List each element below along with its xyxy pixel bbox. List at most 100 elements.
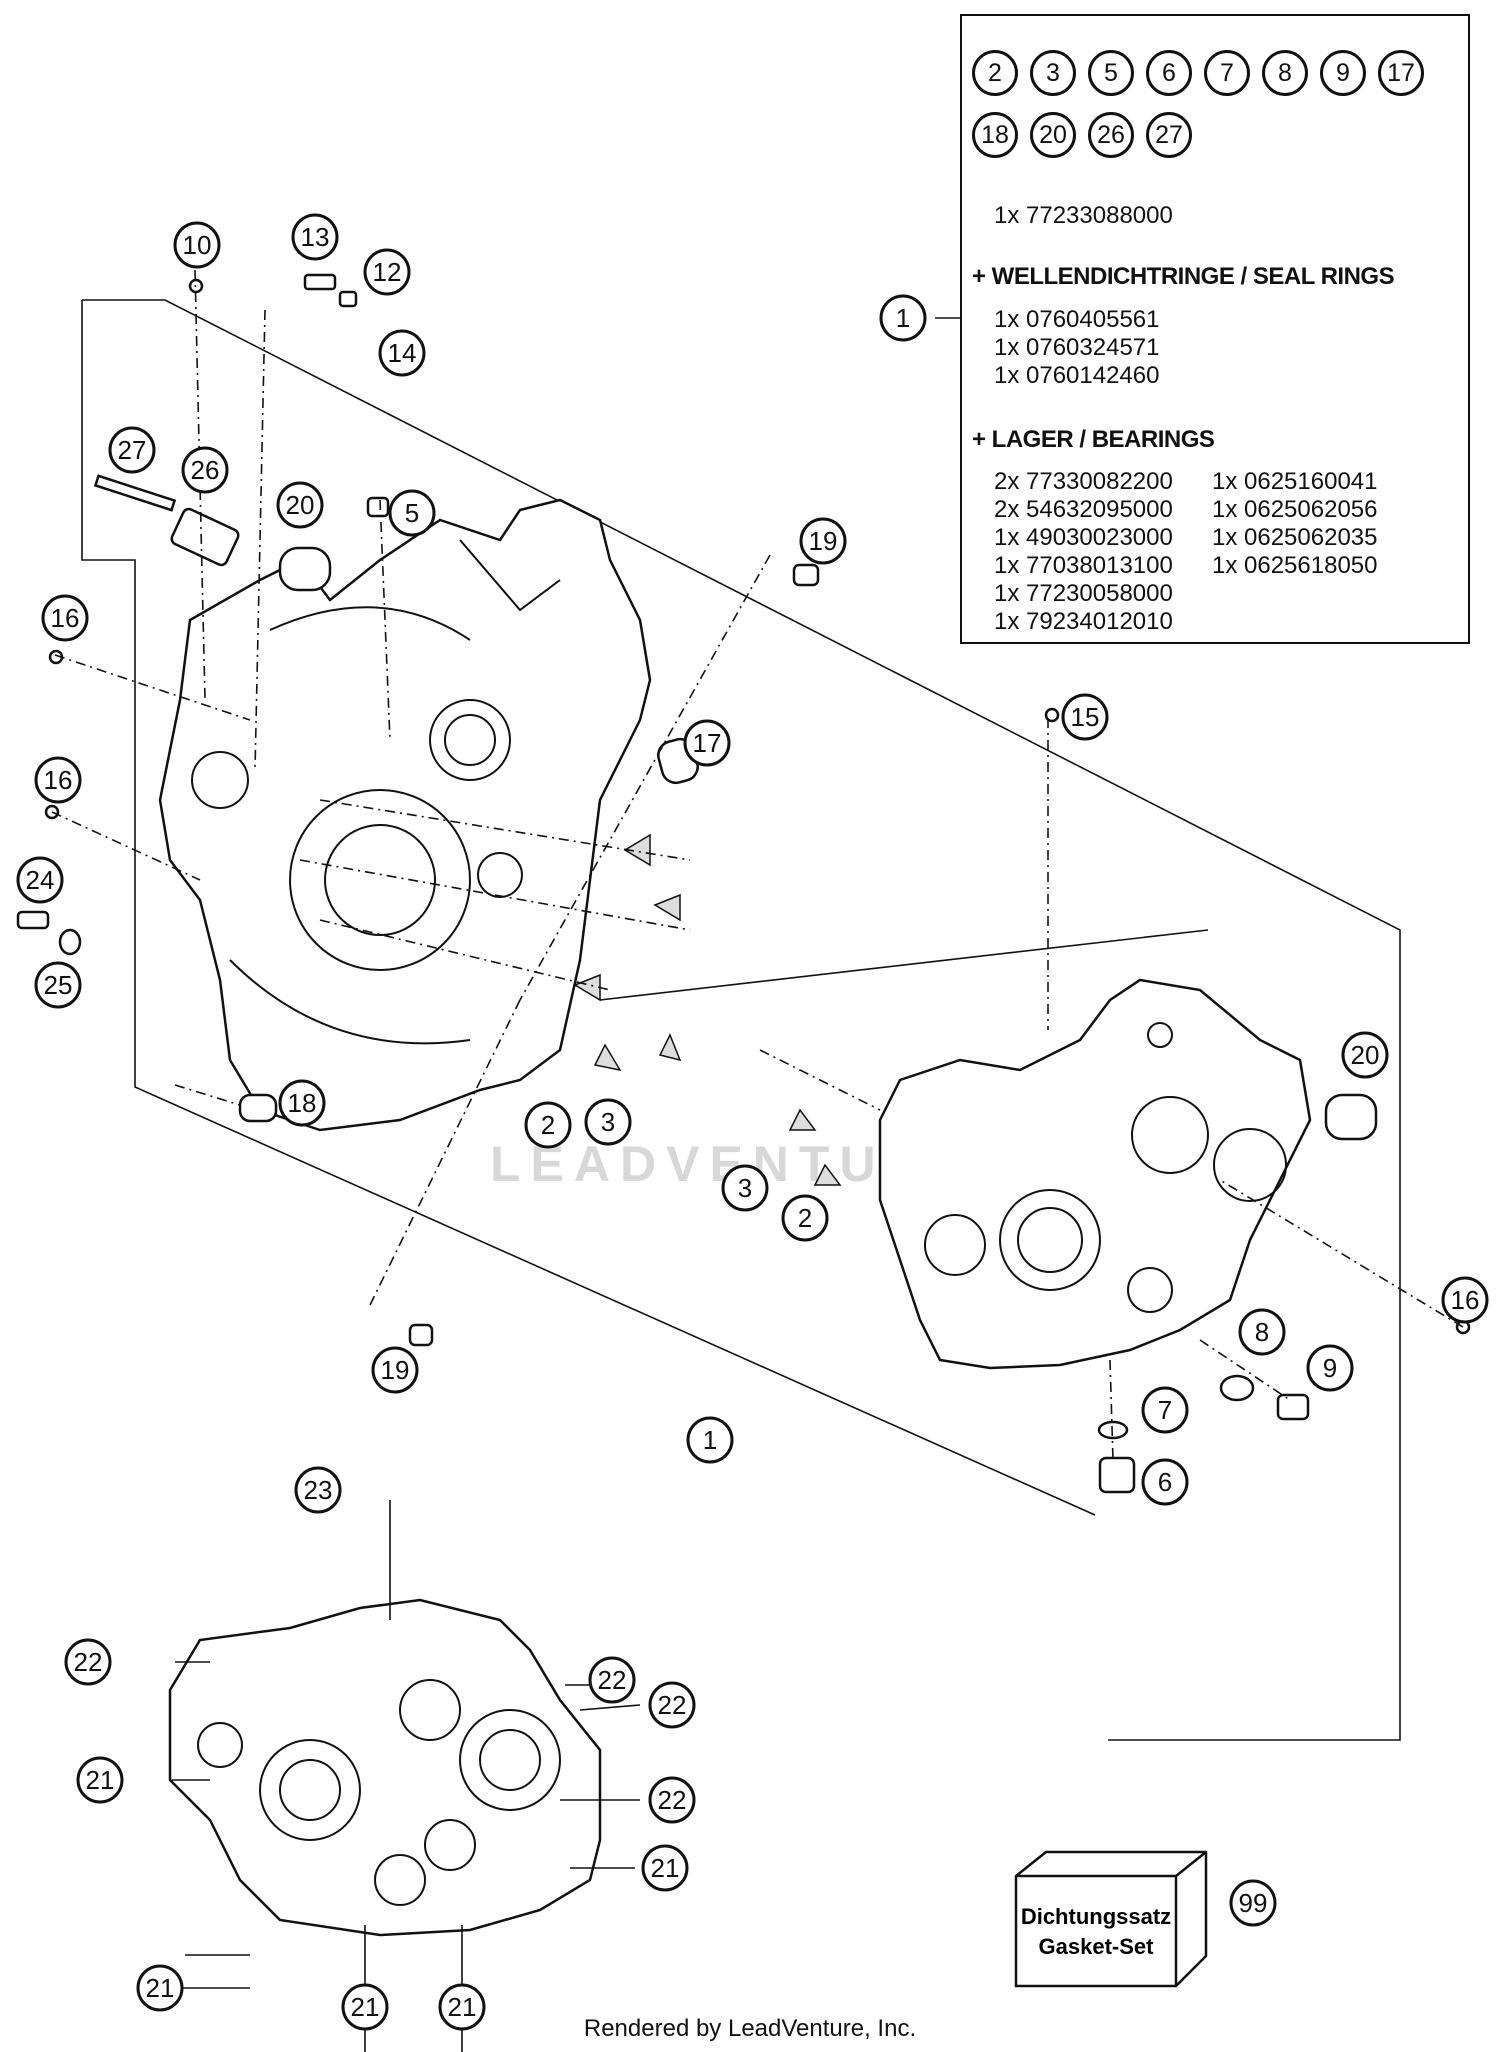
kit-badge: 27 — [1146, 112, 1192, 158]
callout-21b: 21 — [136, 1964, 184, 2012]
gasket-label-en: Gasket-Set — [1039, 1934, 1155, 1959]
svg-text:17: 17 — [693, 728, 722, 758]
callout-2a: 2 — [524, 1101, 572, 1149]
svg-text:1: 1 — [703, 1425, 717, 1455]
callout-21d: 21 — [341, 1983, 389, 2031]
callout-23: 23 — [294, 1466, 342, 1514]
seal-ring-item: 1x 0760405561 — [994, 306, 1160, 333]
callout-19b: 19 — [371, 1346, 419, 1394]
callout-18: 18 — [278, 1079, 326, 1127]
seal-rings-heading: + WELLENDICHTRINGE / SEAL RINGS — [972, 263, 1395, 290]
svg-text:25: 25 — [44, 970, 73, 1000]
callout-9: 9 — [1306, 1344, 1354, 1392]
kit-badge: 20 — [1030, 112, 1076, 158]
bearing-item: 1x 0625160041 — [1212, 468, 1378, 495]
left-crankcase-half — [158, 498, 652, 1132]
callout-8: 8 — [1238, 1308, 1286, 1356]
bearing-item: 1x 79234012010 — [994, 608, 1173, 635]
callout-25: 25 — [34, 961, 82, 1009]
kit-main-part: 1x 77233088000 — [994, 202, 1173, 229]
callout-17: 17 — [683, 719, 731, 767]
callout-27: 27 — [108, 426, 156, 474]
callout-7: 7 — [1141, 1386, 1189, 1434]
footer-credit: Rendered by LeadVenture, Inc. — [583, 2015, 917, 2042]
callout-12: 12 — [363, 248, 411, 296]
assembly-outline — [81, 299, 1401, 1741]
svg-text:18: 18 — [288, 1088, 317, 1118]
callout-16b: 16 — [34, 756, 82, 804]
bearing-item: 1x 77230058000 — [994, 580, 1173, 607]
gasket-label-de: Dichtungssatz — [1021, 1904, 1171, 1929]
callout-22a: 22 — [64, 1638, 112, 1686]
svg-text:26: 26 — [191, 455, 220, 485]
callout-13: 13 — [291, 213, 339, 261]
svg-text:21: 21 — [448, 1992, 477, 2022]
kit-badge: 2 — [972, 50, 1018, 96]
callout-22c: 22 — [648, 1681, 696, 1729]
svg-text:15: 15 — [1071, 702, 1100, 732]
svg-text:9: 9 — [1323, 1353, 1337, 1383]
svg-text:10: 10 — [183, 230, 212, 260]
callout-1-main: 1 — [686, 1416, 734, 1464]
kit-badge: 7 — [1204, 50, 1250, 96]
svg-text:7: 7 — [1158, 1395, 1172, 1425]
bearing-item: 1x 77038013100 — [994, 552, 1173, 579]
callout-20b: 20 — [1341, 1031, 1389, 1079]
svg-text:14: 14 — [388, 338, 417, 368]
kit-badge: 26 — [1088, 112, 1134, 158]
svg-text:20: 20 — [286, 490, 315, 520]
callout-16c: 16 — [1441, 1276, 1489, 1324]
callout-14: 14 — [378, 329, 426, 377]
callout-2b: 2 — [781, 1194, 829, 1242]
callout-3b: 3 — [721, 1164, 769, 1212]
callout-6: 6 — [1141, 1458, 1189, 1506]
kit-badge: 9 — [1320, 50, 1366, 96]
svg-text:23: 23 — [304, 1475, 333, 1505]
callout-3a: 3 — [584, 1098, 632, 1146]
callout-21c: 21 — [641, 1844, 689, 1892]
seal-ring-item: 1x 0760142460 — [994, 362, 1160, 389]
svg-text:3: 3 — [738, 1173, 752, 1203]
bearing-item: 1x 0625062056 — [1212, 496, 1378, 523]
crankcase-bottom-view — [168, 1598, 602, 1937]
svg-text:2: 2 — [541, 1110, 555, 1140]
svg-text:19: 19 — [381, 1355, 410, 1385]
svg-text:12: 12 — [373, 257, 402, 287]
svg-text:21: 21 — [86, 1765, 115, 1795]
kit-badge: 18 — [972, 112, 1018, 158]
bearing-item: 2x 77330082200 — [994, 468, 1173, 495]
bearing-item: 1x 49030023000 — [994, 524, 1173, 551]
leader-lines — [51, 269, 1464, 2052]
callout-21e: 21 — [438, 1983, 486, 2031]
svg-text:24: 24 — [26, 865, 55, 895]
svg-text:22: 22 — [658, 1785, 687, 1815]
svg-text:1: 1 — [896, 303, 910, 333]
seal-ring-item: 1x 0760324571 — [994, 334, 1160, 361]
kit-badge: 8 — [1262, 50, 1308, 96]
callout-5: 5 — [388, 489, 436, 537]
dowel-brackets — [573, 833, 842, 1186]
kit-badge: 17 — [1378, 50, 1424, 96]
svg-text:99: 99 — [1239, 1888, 1268, 1918]
bearing-item: 2x 54632095000 — [994, 496, 1173, 523]
callout-21a: 21 — [76, 1756, 124, 1804]
svg-text:19: 19 — [809, 526, 838, 556]
svg-text:22: 22 — [598, 1665, 627, 1695]
svg-text:21: 21 — [146, 1973, 175, 2003]
callout-22b: 22 — [588, 1656, 636, 1704]
svg-text:8: 8 — [1255, 1317, 1269, 1347]
svg-text:27: 27 — [118, 435, 147, 465]
svg-text:13: 13 — [301, 222, 330, 252]
svg-text:22: 22 — [658, 1690, 687, 1720]
kit-badge: 3 — [1030, 50, 1076, 96]
svg-text:3: 3 — [601, 1107, 615, 1137]
callout-10: 10 — [173, 221, 221, 269]
bearing-item: 1x 0625618050 — [1212, 552, 1378, 579]
svg-text:16: 16 — [51, 603, 80, 633]
svg-text:16: 16 — [1451, 1285, 1480, 1315]
kit-badge: 6 — [1146, 50, 1192, 96]
svg-text:5: 5 — [405, 498, 419, 528]
